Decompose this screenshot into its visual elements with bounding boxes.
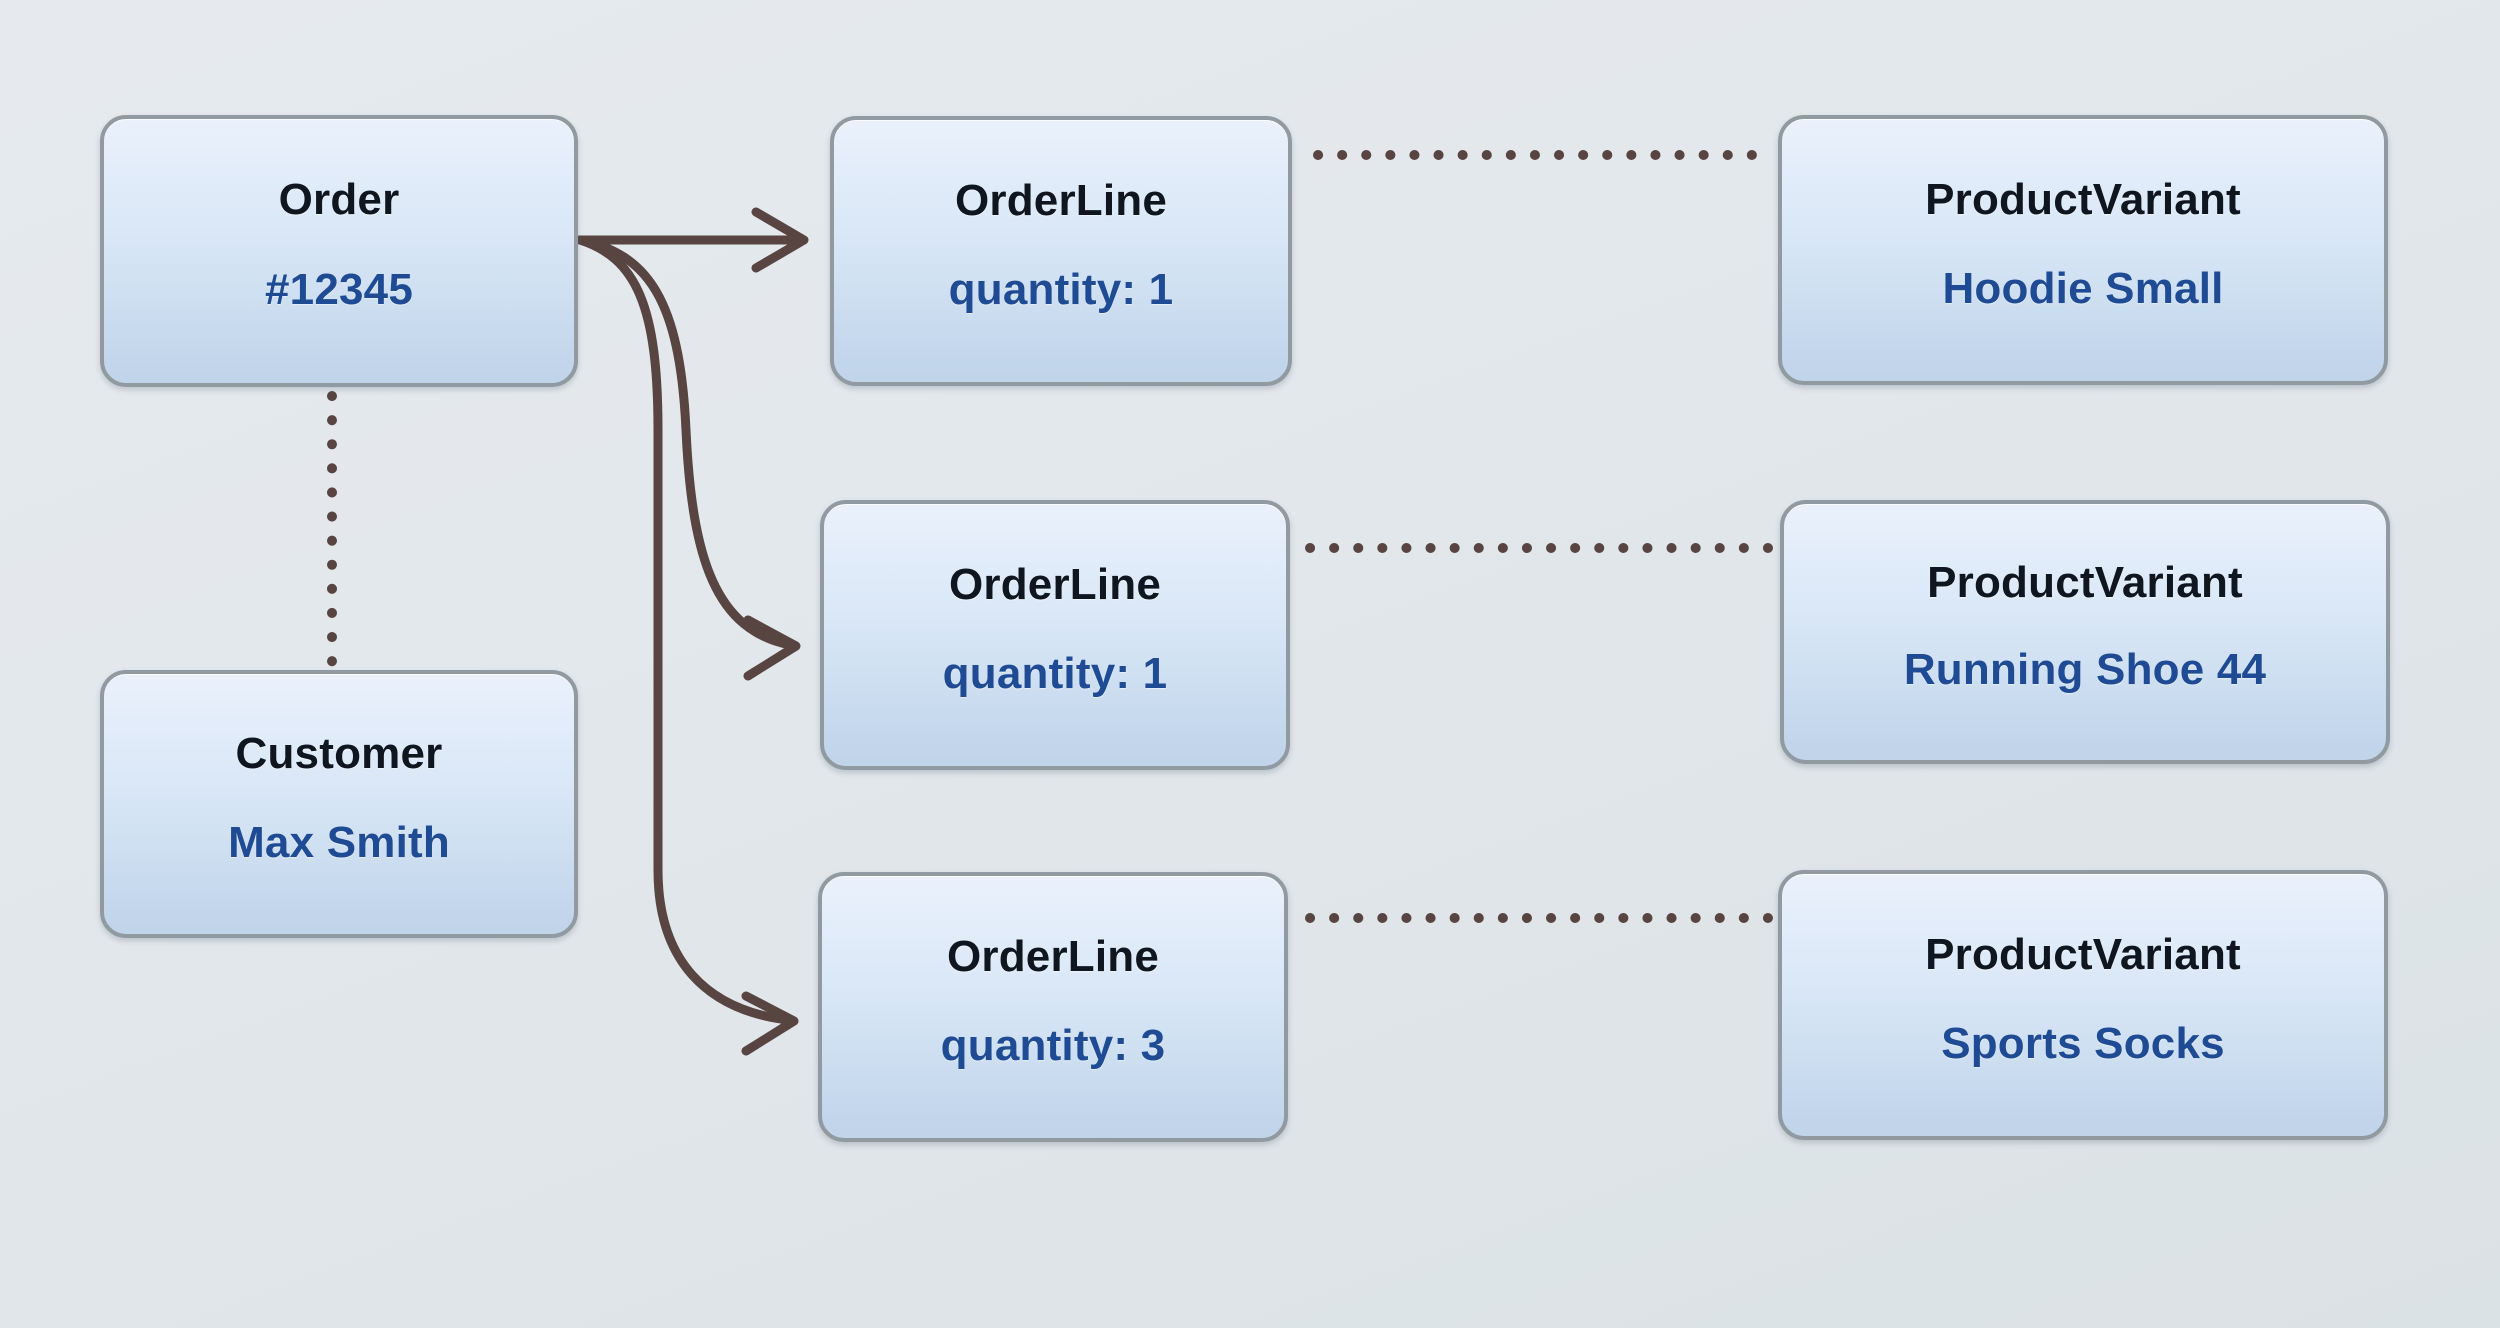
node-orderline-1-value: quantity: 1 (948, 264, 1174, 314)
node-orderline-2-title: OrderLine (948, 559, 1162, 609)
node-order[interactable]: Order #12345 (100, 115, 578, 387)
node-orderline-1-title: OrderLine (954, 175, 1168, 225)
node-orderline-3-title: OrderLine (946, 931, 1160, 981)
node-customer-value: Max Smith (228, 817, 450, 867)
node-productvariant-1-value: Hoodie Small (1942, 263, 2224, 313)
node-orderline-2-value: quantity: 1 (942, 648, 1168, 698)
node-orderline-3-value: quantity: 3 (940, 1020, 1166, 1070)
edge-order-to-orderline-3 (575, 235, 799, 1056)
node-order-value: #12345 (264, 264, 414, 314)
node-productvariant-2[interactable]: ProductVariant Running Shoe 44 (1780, 500, 2390, 764)
node-productvariant-2-value: Running Shoe 44 (1903, 645, 2267, 695)
node-customer[interactable]: Customer Max Smith (100, 670, 578, 938)
node-orderline-2[interactable]: OrderLine quantity: 1 (820, 500, 1290, 770)
edge-order-to-orderline-2 (575, 235, 801, 681)
node-productvariant-3[interactable]: ProductVariant Sports Socks (1778, 870, 2388, 1140)
node-orderline-3[interactable]: OrderLine quantity: 3 (818, 872, 1288, 1142)
node-customer-title: Customer (235, 729, 443, 779)
node-productvariant-3-title: ProductVariant (1925, 929, 2241, 979)
node-productvariant-1-title: ProductVariant (1925, 174, 2241, 224)
node-productvariant-1[interactable]: ProductVariant Hoodie Small (1778, 115, 2388, 385)
node-orderline-1[interactable]: OrderLine quantity: 1 (830, 116, 1292, 386)
node-productvariant-3-value: Sports Socks (1941, 1018, 2225, 1068)
node-order-title: Order (278, 175, 400, 225)
edge-order-to-orderline-1 (575, 207, 809, 273)
node-productvariant-2-title: ProductVariant (1927, 558, 2243, 608)
